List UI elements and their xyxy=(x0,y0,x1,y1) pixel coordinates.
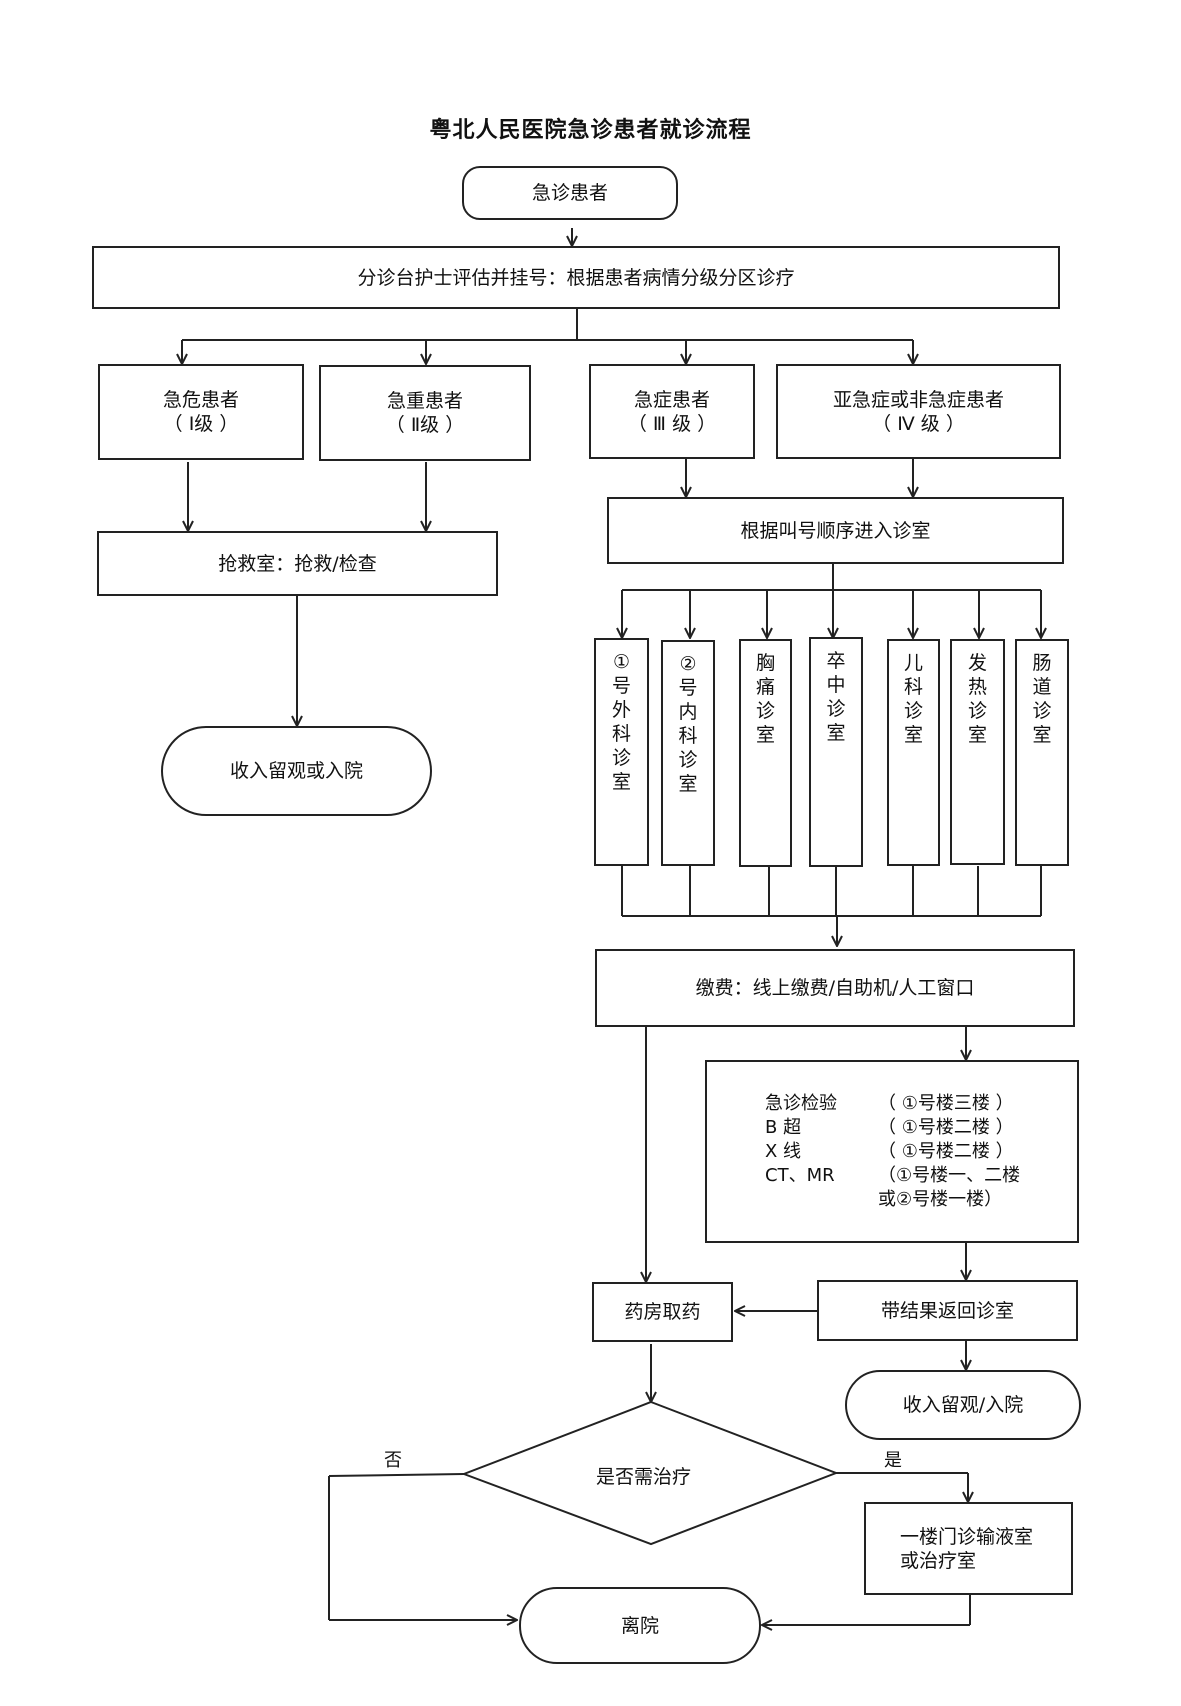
start-node: 急诊患者 xyxy=(462,166,678,220)
clinic-pediatrics-char: 儿 xyxy=(903,652,923,674)
rescue-room-node: 抢救室：抢救/检查 xyxy=(97,531,498,596)
exam-row: 急诊检验 （ ①号楼三楼 ） xyxy=(765,1092,1020,1116)
level2-node: 急重患者 （ Ⅱ级 ） xyxy=(319,365,531,461)
level1-node: 急危患者 （ Ⅰ级 ） xyxy=(98,364,304,460)
level4-node: 亚急症或非急症患者 （ Ⅳ 级 ） xyxy=(776,364,1061,459)
clinic-fever-char: 诊 xyxy=(967,700,987,722)
exam-item xyxy=(765,1188,878,1212)
clinic-chest-pain-char: 胸 xyxy=(755,652,775,674)
exam-row: B 超 （ ①号楼二楼 ） xyxy=(765,1116,1020,1140)
clinic-chest-pain: 胸 痛 诊 室 xyxy=(739,639,792,867)
clinic-surgery-1: ① 号 外 科 诊 室 xyxy=(594,638,649,866)
level4-grade: （ Ⅳ 级 ） xyxy=(872,412,965,435)
admit-right-label: 收入留观/入院 xyxy=(902,1394,1024,1416)
clinic-internal-2-char: 号 xyxy=(678,677,698,699)
clinic-chest-pain-char: 室 xyxy=(755,724,775,746)
level4-name: 亚急症或非急症患者 xyxy=(832,388,1004,411)
clinic-pediatrics: 儿 科 诊 室 xyxy=(887,639,940,866)
clinic-chest-pain-char: 诊 xyxy=(755,700,775,722)
clinic-stroke-char: 诊 xyxy=(826,698,846,720)
page-title: 粤北人民医院急诊患者就诊流程 xyxy=(429,118,752,143)
infusion-node: 一楼门诊输液室 或治疗室 xyxy=(864,1502,1073,1595)
exam-item: B 超 xyxy=(765,1117,802,1138)
exam-item: X 线 xyxy=(765,1141,802,1162)
clinic-chest-pain-char: 痛 xyxy=(755,676,775,698)
leave-label: 离院 xyxy=(620,1614,659,1637)
clinic-intestinal-char: 室 xyxy=(1032,724,1052,746)
infusion-line2: 或治疗室 xyxy=(900,1549,977,1572)
exam-location: （①号楼一、二楼 xyxy=(878,1165,1021,1186)
queue-node: 根据叫号顺序进入诊室 xyxy=(607,497,1064,564)
queue-label: 根据叫号顺序进入诊室 xyxy=(740,519,931,542)
clinic-fever-char: 热 xyxy=(967,676,987,698)
return-clinic-label: 带结果返回诊室 xyxy=(880,1299,1014,1322)
rescue-room-label: 抢救室：抢救/检查 xyxy=(218,552,377,575)
yes-label: 是 xyxy=(884,1450,902,1471)
clinic-surgery-1-char: 诊 xyxy=(611,747,631,769)
clinic-pediatrics-char: 室 xyxy=(903,724,923,746)
leave-node: 离院 xyxy=(519,1587,761,1664)
exam-row: X 线 （ ①号楼二楼 ） xyxy=(765,1140,1020,1164)
clinic-internal-2-char: 内 xyxy=(678,701,698,723)
level3-node: 急症患者 （ Ⅲ 级 ） xyxy=(589,364,755,459)
level1-grade: （ Ⅰ级 ） xyxy=(163,413,239,435)
exam-location: （ ①号楼二楼 ） xyxy=(878,1141,1014,1162)
clinic-internal-2-char: 科 xyxy=(678,725,698,747)
start-label: 急诊患者 xyxy=(531,182,608,204)
clinic-surgery-1-char: 室 xyxy=(611,771,631,793)
clinic-fever-char: 室 xyxy=(967,724,987,746)
level3-grade: （ Ⅲ 级 ） xyxy=(627,412,717,435)
exam-location: （ ①号楼二楼 ） xyxy=(878,1117,1014,1138)
clinic-internal-2-char: ② xyxy=(679,653,697,675)
exam-location: （ ①号楼三楼 ） xyxy=(878,1093,1014,1114)
exam-list: 急诊检验 （ ①号楼三楼 ） B 超 （ ①号楼二楼 ） X 线 （ ①号楼二楼… xyxy=(765,1092,1020,1212)
exam-location: 或②号楼一楼） xyxy=(878,1189,1003,1210)
admit-right-node: 收入留观/入院 xyxy=(845,1370,1081,1440)
admit-left-node: 收入留观或入院 xyxy=(161,726,432,816)
infusion-line1: 一楼门诊输液室 xyxy=(900,1525,1034,1548)
clinic-surgery-1-char: 外 xyxy=(611,699,631,721)
triage-node: 分诊台护士评估并挂号：根据患者病情分级分区诊疗 xyxy=(92,246,1060,309)
clinic-intestinal: 肠 道 诊 室 xyxy=(1015,639,1069,866)
no-label: 否 xyxy=(384,1450,402,1471)
admit-left-label: 收入留观或入院 xyxy=(229,760,363,782)
clinic-intestinal-char: 肠 xyxy=(1032,652,1052,674)
clinic-intestinal-char: 诊 xyxy=(1032,700,1052,722)
exam-node xyxy=(705,1060,1079,1243)
level3-name: 急症患者 xyxy=(633,388,710,411)
clinic-fever: 发 热 诊 室 xyxy=(950,639,1005,865)
level2-grade: （ Ⅱ级 ） xyxy=(385,414,465,436)
triage-label: 分诊台护士评估并挂号：根据患者病情分级分区诊疗 xyxy=(357,266,795,289)
return-clinic-node: 带结果返回诊室 xyxy=(817,1280,1078,1341)
exam-row: 或②号楼一楼） xyxy=(765,1188,1020,1212)
clinic-fever-char: 发 xyxy=(967,652,987,674)
level2-name: 急重患者 xyxy=(386,390,463,412)
clinic-surgery-1-char: ① xyxy=(612,651,631,673)
clinic-stroke-char: 中 xyxy=(826,674,846,696)
decision-label: 是否需治疗 xyxy=(596,1466,692,1488)
clinic-internal-2: ② 号 内 科 诊 室 xyxy=(661,640,715,866)
pharmacy-node: 药房取药 xyxy=(592,1282,733,1342)
payment-node: 缴费：线上缴费/自助机/人工窗口 xyxy=(595,949,1075,1027)
clinic-stroke-char: 卒 xyxy=(826,650,846,672)
clinic-internal-2-char: 室 xyxy=(678,773,698,795)
clinic-stroke: 卒 中 诊 室 xyxy=(809,637,863,867)
clinic-pediatrics-char: 科 xyxy=(903,676,923,698)
clinic-intestinal-char: 道 xyxy=(1032,676,1052,698)
clinic-surgery-1-char: 科 xyxy=(611,723,631,745)
pharmacy-label: 药房取药 xyxy=(624,1301,701,1323)
clinic-pediatrics-char: 诊 xyxy=(903,700,923,722)
payment-label: 缴费：线上缴费/自助机/人工窗口 xyxy=(695,977,975,999)
clinic-surgery-1-char: 号 xyxy=(611,675,631,697)
exam-row: CT、MR （①号楼一、二楼 xyxy=(765,1164,1020,1188)
clinic-stroke-char: 室 xyxy=(826,722,846,744)
level1-name: 急危患者 xyxy=(162,389,239,411)
clinic-internal-2-char: 诊 xyxy=(678,749,698,771)
exam-item: CT、MR xyxy=(765,1165,835,1186)
exam-item: 急诊检验 xyxy=(765,1093,837,1114)
